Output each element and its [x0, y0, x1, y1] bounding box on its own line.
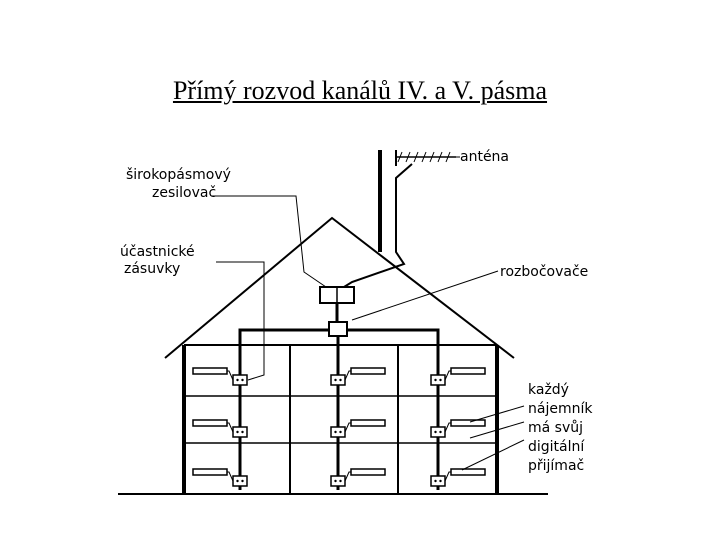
splitters-label: rozbočovače [500, 264, 588, 280]
tenant-label-line4: digitální [528, 439, 585, 455]
receiver [350, 468, 386, 476]
outlets-label-line1: účastnické [120, 244, 195, 260]
outlet-unit [330, 419, 386, 438]
receiver [192, 367, 228, 375]
antenna [378, 150, 456, 252]
outlet-socket [330, 374, 346, 386]
tenant-label-line3: má svůj [528, 420, 583, 436]
receiver-cable [227, 422, 234, 433]
tenant-label-line1: každý [528, 382, 569, 398]
outlet-unit [330, 367, 386, 386]
amplifier-label-line1: širokopásmový [126, 167, 231, 183]
receiver [350, 419, 386, 427]
tenant-label-line2: nájemník [528, 401, 593, 417]
riser-left [238, 328, 329, 490]
outlet-socket [232, 374, 248, 386]
outlet-unit [192, 367, 248, 386]
outlet-socket [232, 426, 248, 438]
outlet-socket [330, 426, 346, 438]
receiver [450, 419, 486, 427]
outlets-group [192, 367, 486, 487]
outlet-socket [430, 426, 446, 438]
antenna-label: anténa [460, 149, 509, 165]
receiver-cable [344, 471, 351, 482]
receiver [350, 367, 386, 375]
outlet-socket [430, 475, 446, 487]
riser-right [347, 328, 440, 490]
receiver-cable [444, 471, 451, 482]
outlet-unit [430, 367, 486, 386]
receiver [450, 468, 486, 476]
outlet-unit [330, 468, 386, 487]
antenna-cable [343, 163, 413, 288]
amplifier-label-line2: zesilovač [152, 185, 216, 201]
outlet-unit [192, 419, 248, 438]
outlets-label-line2: zásuvky [124, 261, 180, 277]
outlet-socket [232, 475, 248, 487]
outlet-socket [430, 374, 446, 386]
receiver-cable [344, 422, 351, 433]
leader-lines [212, 156, 525, 471]
tenant-label-line5: přijímač [528, 458, 584, 474]
receiver [450, 367, 486, 375]
outlet-socket [330, 475, 346, 487]
receiver [192, 468, 228, 476]
receiver-cable [227, 370, 234, 381]
receiver-cable [227, 471, 234, 482]
receiver-cable [444, 422, 451, 433]
receiver-cable [444, 370, 451, 381]
splitter-box [328, 321, 348, 337]
receiver [192, 419, 228, 427]
page-title: Přímý rozvod kanálů IV. a V. pásma [172, 76, 548, 105]
outlet-unit [192, 468, 248, 487]
receiver-cable [344, 370, 351, 381]
building [182, 344, 499, 494]
outlet-unit [430, 468, 486, 487]
outlet-unit [430, 419, 486, 438]
roof [164, 216, 515, 359]
